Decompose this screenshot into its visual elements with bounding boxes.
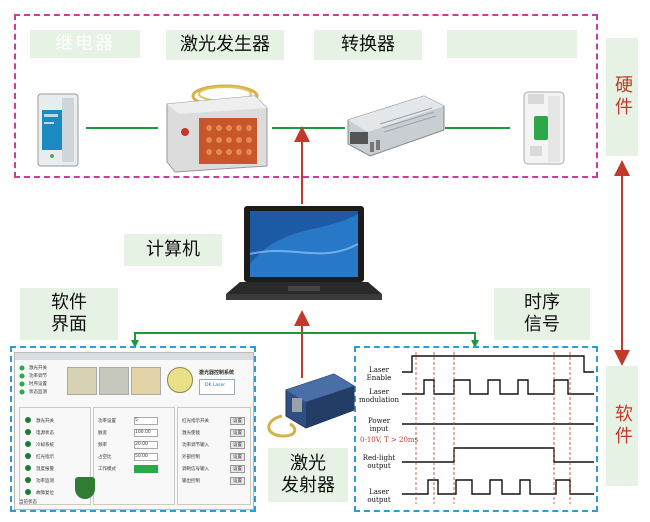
ui-status-item: 故障复位 [36,491,54,496]
wave-laser-modulation [402,379,594,395]
software-ui-screenshot: 激光开关 功率调节 时序设置 状态监测 激光器控制系统 DK Laser 激光开… [14,352,254,510]
hardware-frame [14,14,598,178]
ui-emblem [75,477,95,499]
timing-waveforms [402,352,594,504]
ui-param-value[interactable]: 20.00 [134,441,158,449]
power-supply-image [32,88,84,170]
ui-brand: DK Laser [205,383,226,388]
ui-set-button[interactable]: 设置 [230,465,245,473]
hardware-side-label: 硬件 [606,38,638,156]
ui-status-item: 电源状态 [36,431,54,436]
timing-signal-label: 时序 信号 [494,288,590,340]
ui-param-label: 工作模式 [98,467,116,472]
ui-param-value[interactable]: 50.00 [134,453,158,461]
signal-label: Laser modulation [358,388,400,404]
ui-status-item: 红光指示 [36,455,54,460]
ui-logo-tile [131,367,161,395]
ui-status-item: 激光开关 [36,419,54,424]
wave-laser-enable [402,355,594,373]
ui-menu-item: 时序设置 [29,382,47,387]
ui-footer: 当前状态 [19,500,37,505]
ui-logo-tile [99,367,129,395]
ui-param-label: 频率 [98,443,107,448]
laser-generator-image [155,74,275,174]
ui-status-item: 温度报警 [36,467,54,472]
ui-param-value[interactable]: 5 [134,417,158,425]
signal-label: Laser Enable [366,366,392,382]
ui-title: 激光器控制系统 [199,370,235,376]
ui-control-label: 功率调节输入 [182,443,209,448]
computer-label: 计算机 [124,234,222,266]
timing-diagram: Laser Enable Laser modulation Power inpu… [358,350,596,508]
ui-set-button[interactable]: 设置 [230,441,245,449]
ui-param-label: 脉宽 [98,431,107,436]
ui-status-panel: 激光开关 电源状态 冷却系统 红光指示 温度报警 功率监测 故障复位 [19,407,91,505]
signal-label: Power input [367,417,391,433]
laptop-image [222,204,386,308]
laser-emitter-image [262,370,358,446]
ui-set-button[interactable]: 设置 [230,453,245,461]
converter-label: 转换器 [314,30,422,60]
ui-control-label: 激光使能 [182,431,200,436]
ui-menu-item: 功率调节 [29,374,47,379]
ui-menu-item: 激光开关 [29,366,47,371]
ui-control-label: 红光指示开关 [182,419,209,424]
ui-menu-item: 状态监测 [29,390,47,395]
ui-controls-panel: 红光指示开关 激光使能 功率调节输入 外部控制 调制信号输入 输出控制 设置 设… [177,407,251,505]
ui-sidebar: 激光开关 功率调节 时序设置 状态监测 [19,365,65,401]
signal-label: Laser output [367,488,391,504]
ui-control-label: 调制信号输入 [182,467,209,472]
sw-interface-frame [10,346,256,512]
ui-params-panel: 功率设置 脉宽 频率 占空比 工作模式 5 100.00 20.00 50.00 [93,407,175,505]
ui-param-label: 功率设置 [98,419,116,424]
ui-logo-tile [67,367,97,395]
relay-label-blurred: 继电器 [30,30,140,58]
ui-status-item: 冷却系统 [36,443,54,448]
ui-param-value[interactable]: 100.00 [134,429,158,437]
wave-laser-output [402,479,594,495]
extra-label-blurred [447,30,577,58]
signal-label: Red-light output [362,454,396,470]
wave-red-light [402,447,594,463]
ui-set-button[interactable]: 设置 [230,477,245,485]
ui-set-button[interactable]: 设置 [230,417,245,425]
sw-bracket [134,332,476,344]
laser-emitter-label: 激光 发射器 [268,448,348,502]
ui-set-button[interactable]: 设置 [230,429,245,437]
timing-annotation: 0-10V, T > 20ms [360,436,419,444]
converter-image [340,86,448,166]
sw-interface-label: 软件 界面 [20,288,118,340]
ui-brand-logo [199,379,235,395]
ui-menubar [15,353,253,360]
ui-param-label: 占空比 [98,455,112,460]
ui-mode-indicator [134,465,158,473]
ui-round-logo [167,367,193,393]
ui-status-item: 功率监测 [36,479,54,484]
timing-frame [354,346,598,512]
circuit-breaker-image [508,84,576,172]
laser-generator-label: 激光发生器 [166,30,284,60]
ui-control-label: 外部控制 [182,455,200,460]
ui-control-label: 输出控制 [182,479,200,484]
software-side-label: 软件 [606,366,638,486]
